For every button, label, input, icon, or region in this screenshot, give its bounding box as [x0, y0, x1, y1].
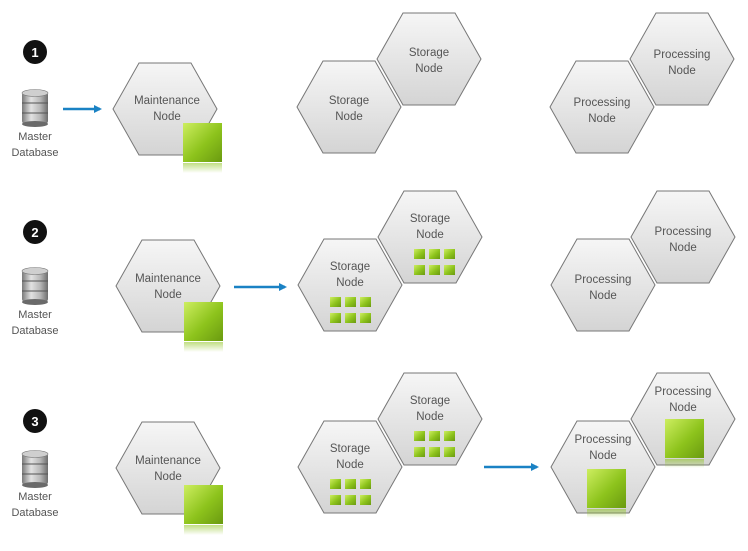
- step-2: 2 Master Database Maintenance Node Stora…: [11, 190, 736, 352]
- storage-node-front-label-line2: Node: [335, 111, 363, 123]
- data-chunk-grid: [414, 249, 455, 275]
- master-database-icon: [21, 89, 49, 127]
- processing-node-front-hexagon: [550, 238, 656, 332]
- storage-node-back-label-line2: Node: [416, 229, 444, 241]
- database-label-line2: Database: [11, 507, 58, 519]
- processing-node-back-label-line1: Processing: [655, 386, 712, 398]
- data-chunk: [444, 431, 455, 441]
- master-database-icon: [21, 267, 49, 305]
- storage-node-back-hexagon: [376, 12, 482, 106]
- maintenance-node-label-line1: Maintenance: [135, 455, 201, 467]
- data-chunk: [360, 297, 371, 307]
- processing-node-front-hexagon: [549, 60, 655, 154]
- database-label-line1: Master: [18, 131, 52, 143]
- data-block-reflection: [587, 509, 626, 518]
- data-chunk: [429, 249, 440, 259]
- step-number-badge: [23, 40, 47, 64]
- data-chunk: [414, 249, 425, 259]
- data-chunk: [360, 313, 371, 323]
- processing-node-back-hexagon: [629, 12, 735, 106]
- storage-node-back-label-line1: Storage: [410, 395, 450, 407]
- step-number-badge: [23, 409, 47, 433]
- database-label-line1: Master: [18, 309, 52, 321]
- maintenance-node-label-line2: Node: [153, 111, 181, 123]
- storage-node-front-label-line1: Storage: [329, 95, 369, 107]
- maintenance-node-label-line2: Node: [154, 289, 182, 301]
- processing-node-back-label-line2: Node: [668, 65, 696, 77]
- data-chunk: [330, 495, 341, 505]
- data-chunk: [414, 265, 425, 275]
- storage-node-back-label-line2: Node: [416, 411, 444, 423]
- storage-node-front-hexagon: [297, 420, 403, 514]
- maintenance-node-label-line1: Maintenance: [135, 273, 201, 285]
- data-chunk-grid: [414, 431, 455, 457]
- processing-node-back-label-line2: Node: [669, 402, 697, 414]
- storage-node-front-label-line2: Node: [336, 277, 364, 289]
- data-chunk: [345, 313, 356, 323]
- data-chunk: [444, 249, 455, 259]
- maintenance-node-label-line1: Maintenance: [134, 95, 200, 107]
- storage-node-front-label-line2: Node: [336, 459, 364, 471]
- data-chunk-grid: [330, 479, 371, 505]
- data-chunk: [330, 313, 341, 323]
- data-chunk: [360, 495, 371, 505]
- step-number-badge: [23, 220, 47, 244]
- data-chunk-grid: [330, 297, 371, 323]
- storage-node-back-hexagon: [377, 372, 483, 466]
- data-chunk: [345, 495, 356, 505]
- storage-node-back-label-line1: Storage: [410, 213, 450, 225]
- data-chunk: [429, 265, 440, 275]
- data-chunk: [414, 431, 425, 441]
- step-3: 3 Master Database Maintenance Node Stora…: [11, 372, 736, 535]
- storage-node-front-hexagon: [297, 238, 403, 332]
- processing-node-back-label-line2: Node: [669, 242, 697, 254]
- data-block: [183, 123, 222, 162]
- storage-node-front-label-line1: Storage: [330, 261, 370, 273]
- data-block-reflection: [183, 163, 222, 173]
- storage-node-back-hexagon: [377, 190, 483, 284]
- data-block-reflection: [665, 459, 704, 468]
- storage-node-back-label-line2: Node: [415, 63, 443, 75]
- database-label-line1: Master: [18, 491, 52, 503]
- data-chunk: [414, 447, 425, 457]
- step-number: 3: [31, 414, 38, 429]
- processing-node-front-label-line1: Processing: [575, 274, 632, 286]
- processing-node-front-hexagon: [550, 420, 656, 514]
- data-block: [184, 302, 223, 341]
- step-number: 1: [31, 45, 38, 60]
- database-label-line2: Database: [11, 147, 58, 159]
- step-1: 1 Master Database Maintenance Node Stora…: [11, 12, 735, 173]
- processing-node-front-label-line2: Node: [589, 290, 617, 302]
- database-label-line2: Database: [11, 325, 58, 337]
- data-chunk: [345, 297, 356, 307]
- processing-node-back-hexagon: [630, 190, 736, 284]
- data-chunk: [330, 479, 341, 489]
- storage-node-front-hexagon: [296, 60, 402, 154]
- processing-node-front-label-line1: Processing: [574, 97, 631, 109]
- data-block-reflection: [184, 342, 223, 352]
- storage-node-front-label-line1: Storage: [330, 443, 370, 455]
- step-number: 2: [31, 225, 38, 240]
- data-chunk: [429, 447, 440, 457]
- master-database-icon: [21, 450, 49, 488]
- data-chunk: [444, 265, 455, 275]
- maintenance-node-label-line2: Node: [154, 471, 182, 483]
- data-chunk: [429, 431, 440, 441]
- storage-node-back-label-line1: Storage: [409, 47, 449, 59]
- data-block-reflection: [184, 525, 223, 535]
- data-block: [665, 419, 704, 458]
- processing-node-back-label-line1: Processing: [655, 226, 712, 238]
- data-chunk: [345, 479, 356, 489]
- data-block: [184, 485, 223, 524]
- data-block: [587, 469, 626, 508]
- processing-node-front-label-line1: Processing: [575, 434, 632, 446]
- processing-node-front-label-line2: Node: [589, 450, 617, 462]
- data-chunk: [360, 479, 371, 489]
- processing-node-back-label-line1: Processing: [654, 49, 711, 61]
- data-chunk: [444, 447, 455, 457]
- processing-node-front-label-line2: Node: [588, 113, 616, 125]
- data-chunk: [330, 297, 341, 307]
